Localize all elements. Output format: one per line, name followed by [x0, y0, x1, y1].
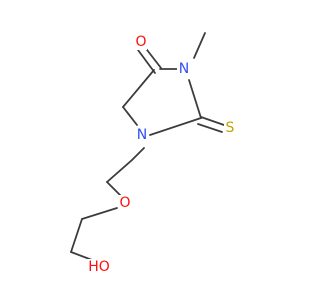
atom-nitrogen-1: N [135, 127, 149, 143]
bond-c2-s-double-a [200, 116, 225, 126]
atom-label-n1: N [137, 127, 147, 143]
bond-n1-c5 [122, 106, 138, 126]
bond-ch2-ch2-2 [70, 218, 83, 253]
bond-c5-c4 [122, 69, 155, 108]
bond-o-ether-ch2 [81, 207, 118, 220]
bond-n3-c2 [188, 79, 202, 119]
atom-oxygen-carbonyl: O [135, 34, 147, 50]
bond-ch2-ch2 [106, 159, 133, 183]
atom-label-o-carbonyl: O [135, 34, 146, 50]
molecule-diagram: O N S N O HO [70, 32, 236, 275]
atom-label-hydroxyl: HO [88, 259, 110, 275]
atom-nitrogen-3: N [177, 61, 191, 77]
atom-label-o-ether: O [119, 195, 130, 211]
bond-n3-methyl [193, 32, 206, 59]
bond-n1-ch2 [131, 147, 145, 161]
bond-c4-o-double-b [137, 49, 156, 74]
atom-sulfur: S [224, 120, 236, 136]
atom-label-n3: N [179, 61, 189, 77]
atom-label-s: S [226, 120, 235, 136]
atom-layer: O N S N O HO [87, 34, 236, 275]
bond-c2-s-double-b [197, 123, 223, 133]
atom-oxygen-ether: O [118, 195, 132, 211]
atom-hydroxyl: HO [87, 259, 111, 275]
bond-c2-n1 [149, 117, 202, 136]
bond-layer [70, 32, 225, 264]
